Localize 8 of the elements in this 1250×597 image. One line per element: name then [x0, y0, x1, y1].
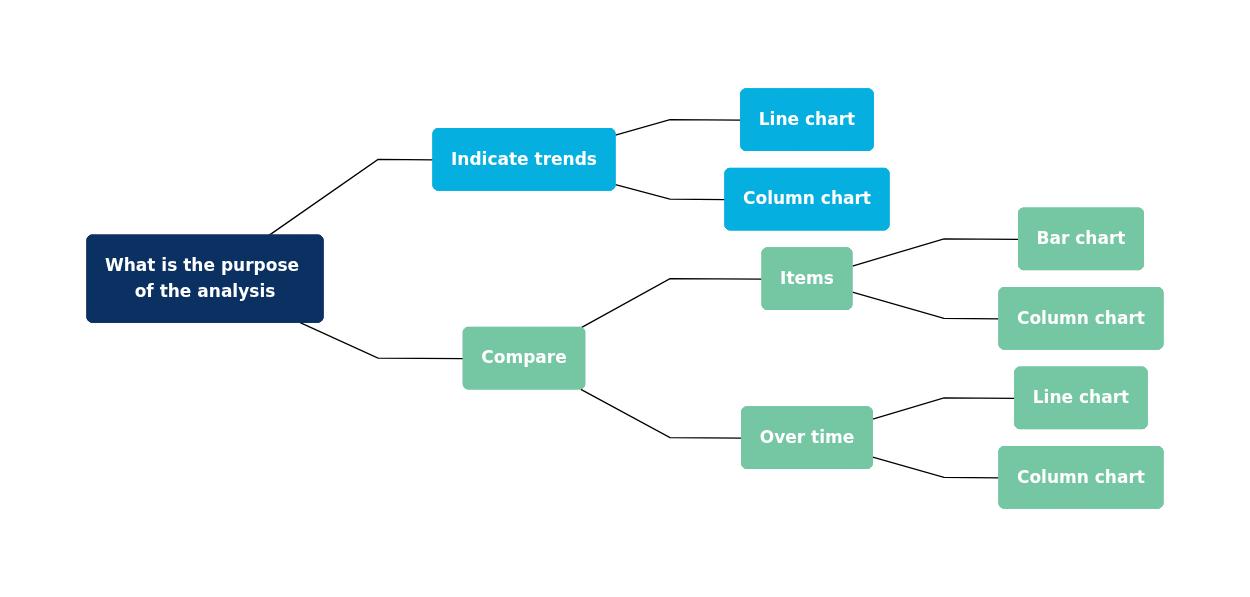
connector: [614, 118, 742, 136]
connector: [580, 388, 743, 439]
connector: [614, 184, 727, 201]
connector: [580, 277, 764, 329]
connector: [851, 238, 1020, 267]
connector: [267, 158, 435, 237]
connector: [299, 322, 465, 360]
connector: [872, 397, 1016, 420]
